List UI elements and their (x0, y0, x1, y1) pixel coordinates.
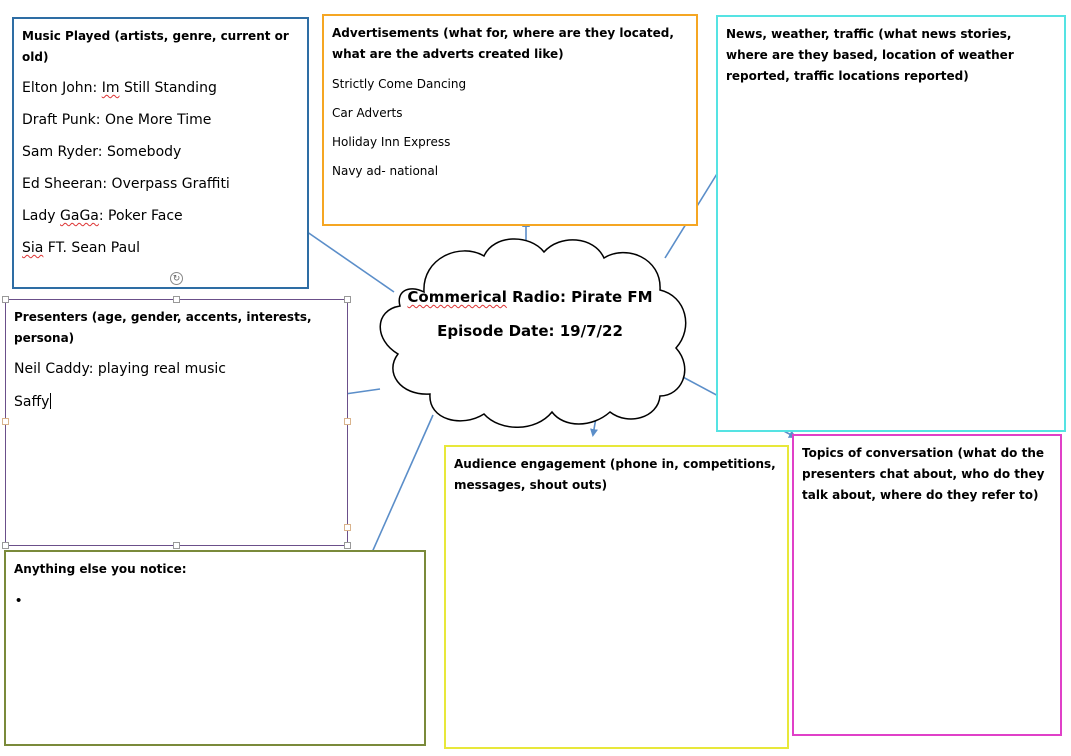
presenter-item-text: Saffy (14, 394, 50, 410)
spelling-flagged-word: GaGa (60, 208, 99, 224)
presenters-heading: Presenters (age, gender, accents, intere… (14, 310, 312, 345)
anything-heading: Anything else you notice: (14, 562, 187, 576)
presenter-item-current[interactable]: Saffy (14, 393, 339, 410)
text-cursor (50, 393, 52, 409)
bullet-point: • (16, 592, 22, 609)
music-item-text: Ed Sheeran: Overpass Graffiti (22, 176, 230, 192)
resize-handle-nw[interactable] (2, 296, 9, 303)
resize-handle-n[interactable] (173, 296, 180, 303)
arrow-to-music (298, 225, 395, 293)
music-item-text: : Poker Face (98, 208, 183, 224)
topics-box[interactable]: Topics of conversation (what do the pres… (792, 434, 1062, 736)
advert-item: Strictly Come Dancing (332, 77, 467, 91)
resize-handle-ne[interactable] (344, 296, 351, 303)
resize-handle-s[interactable] (173, 542, 180, 549)
presenter-item: Neil Caddy: playing real music (14, 361, 226, 377)
advert-item: Car Adverts (332, 106, 403, 120)
presenters-box[interactable]: Presenters (age, gender, accents, intere… (5, 299, 348, 546)
cloud-episode: Episode Date: 19/7/22 (437, 322, 623, 340)
music-item-text: FT. Sean Paul (43, 240, 140, 256)
resize-handle-w[interactable] (2, 418, 9, 425)
music-item: Lady GaGa: Poker Face (22, 208, 299, 224)
resize-handle-sw[interactable] (2, 542, 9, 549)
advert-item: Navy ad- national (332, 164, 439, 178)
news-box[interactable]: News, weather, traffic (what news storie… (716, 15, 1066, 432)
audience-box[interactable]: Audience engagement (phone in, competiti… (444, 445, 789, 749)
resize-handle-se[interactable] (344, 542, 351, 549)
audience-heading: Audience engagement (phone in, competiti… (454, 457, 776, 492)
cloud-title: Commerical Radio: Pirate FM (395, 280, 665, 314)
cloud-text: Commerical Radio: Pirate FM Episode Date… (395, 280, 665, 348)
anything-box[interactable]: Anything else you notice: • (4, 550, 426, 746)
music-box[interactable]: Music Played (artists, genre, current or… (12, 17, 309, 289)
rotate-icon[interactable]: ↻ (170, 272, 183, 285)
music-item: Sam Ryder: Somebody (22, 144, 299, 160)
music-item-text: Draft Punk: One More Time (22, 112, 212, 128)
spelling-flagged-word: Sia (22, 240, 44, 256)
music-item: Sia FT. Sean Paul (22, 240, 299, 256)
music-item: Draft Punk: One More Time (22, 112, 299, 128)
resize-handle-e[interactable] (344, 418, 351, 425)
music-item: Elton John: Im Still Standing (22, 80, 299, 96)
cloud-title-rest: Radio: Pirate FM (506, 288, 653, 306)
arrow-to-anything (364, 414, 434, 568)
music-item-text: Lady (22, 208, 61, 224)
news-heading: News, weather, traffic (what news storie… (726, 27, 1014, 83)
cloud-title-flagged: Commerical (407, 288, 507, 306)
music-item-text: Elton John: (22, 80, 102, 96)
music-item: Ed Sheeran: Overpass Graffiti (22, 176, 299, 192)
topics-heading: Topics of conversation (what do the pres… (802, 446, 1045, 502)
cloud-shape (379, 238, 687, 428)
advert-item: Holiday Inn Express (332, 135, 451, 149)
music-item-text: Still Standing (119, 80, 217, 96)
spelling-flagged-word: Im (101, 80, 120, 96)
adverts-heading: Advertisements (what for, where are they… (332, 26, 674, 61)
music-item-text: Sam Ryder: Somebody (22, 144, 182, 160)
adverts-box[interactable]: Advertisements (what for, where are they… (322, 14, 698, 226)
resize-handle-extra[interactable] (344, 524, 351, 531)
music-heading: Music Played (artists, genre, current or… (22, 29, 289, 64)
